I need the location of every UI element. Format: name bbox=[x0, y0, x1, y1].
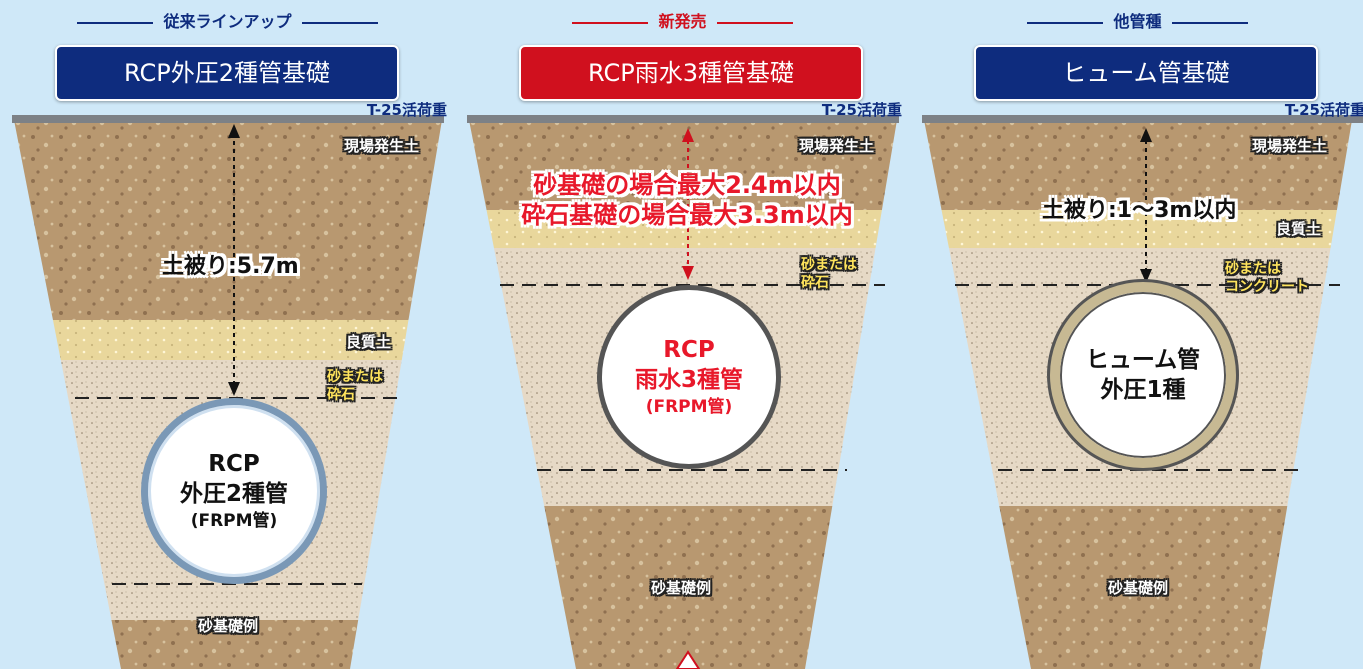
panel-title: RCP外圧2種管基礎 bbox=[55, 45, 399, 101]
foundation-label: 砂基礎例 bbox=[198, 617, 259, 635]
sand-label-line2: 砕石 bbox=[327, 387, 355, 403]
soil-top-label: 現場発生土 bbox=[799, 137, 875, 155]
cover-depth-line1: 砂基礎の場合最大2.4m以内 bbox=[533, 171, 841, 199]
panel-title: ヒューム管基礎 bbox=[974, 45, 1318, 101]
panel-header-text: 新発売 bbox=[658, 12, 707, 31]
sand-label-line1: 砂または bbox=[327, 369, 383, 385]
sand-label-line2: 砕石 bbox=[801, 275, 829, 291]
pipe-rcp-rain-type3: RCP 雨水3種管 (FRPM管) bbox=[597, 285, 781, 469]
cover-depth-label: 土被り:1～3m以内 bbox=[1042, 198, 1237, 223]
load-label: T-25活荷重 bbox=[1284, 101, 1363, 119]
soil-top-label: 現場発生土 bbox=[1252, 137, 1328, 155]
load-label: T-25活荷重 bbox=[821, 101, 902, 119]
pipe-label-line3: (FRPM管) bbox=[645, 397, 733, 417]
panel-header-text: 他管種 bbox=[1113, 12, 1162, 31]
load-label: T-25活荷重 bbox=[366, 101, 447, 119]
pipe-hume: ヒューム管 外圧1種 bbox=[1050, 282, 1236, 468]
sand-label-line2: コンクリート bbox=[1225, 279, 1309, 295]
pipe-label-line2: 雨水3種管 bbox=[634, 367, 743, 393]
pipe-label-line3: (FRPM管) bbox=[190, 511, 278, 531]
panel-header: 新発売 bbox=[455, 8, 910, 32]
panel-title: RCP雨水3種管基礎 bbox=[519, 45, 863, 101]
cover-depth-label: 土被り:5.7m bbox=[162, 254, 299, 279]
soil-top-label: 現場発生土 bbox=[344, 137, 420, 155]
pipe-label-line2: 外圧2種管 bbox=[179, 481, 288, 507]
panel-header: 他管種 bbox=[910, 8, 1363, 32]
panel-header-text: 従来ラインアップ bbox=[163, 12, 292, 31]
pipe-label-line1: RCP bbox=[208, 451, 260, 477]
sand-label-line1: 砂または bbox=[1225, 261, 1281, 277]
cover-depth-line2: 砕石基礎の場合最大3.3m以内 bbox=[521, 201, 853, 229]
pipe-label-line2: 外圧1種 bbox=[1100, 377, 1186, 403]
panel-hume-pipe: 他管種 ヒューム管基礎 T-25活荷重 現場発生土 土被り:1～3m以内 良質土… bbox=[910, 0, 1363, 669]
panel-rcp-type2: 従来ラインアップ RCP外圧2種管基礎 T-25活荷重 現場発生土 土被り:5.… bbox=[0, 0, 455, 669]
foundation-label: 砂基礎例 bbox=[651, 579, 712, 597]
sand-label-line1: 砂または bbox=[801, 257, 857, 273]
good-soil-label: 良質土 bbox=[346, 333, 392, 351]
panel-rcp-rain-type3: 新発売 RCP雨水3種管基礎 T-25活荷重 現場発生土 砂基礎の場合最大2.4… bbox=[455, 0, 910, 669]
soil-cross-section-1 bbox=[12, 115, 444, 669]
panel-header: 従来ラインアップ bbox=[0, 8, 455, 32]
pipe-label-line1: ヒューム管 bbox=[1085, 347, 1201, 373]
pipe-label-line1: RCP bbox=[663, 337, 715, 363]
good-soil-label: 良質土 bbox=[1276, 220, 1322, 238]
foundation-label: 砂基礎例 bbox=[1108, 579, 1169, 597]
cover-depth-label: 砂基礎の場合最大2.4m以内 砕石基礎の場合最大3.3m以内 bbox=[517, 170, 857, 230]
pipe-rcp-type2: RCP 外圧2種管 (FRPM管) bbox=[141, 398, 327, 584]
